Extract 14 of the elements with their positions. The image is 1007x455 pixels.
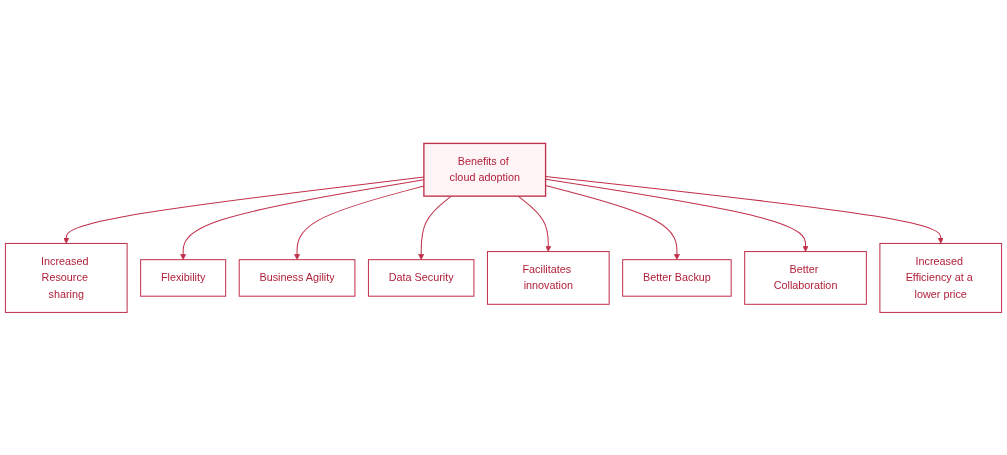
arrow [545,175,944,244]
node-box: Facilitates innovation [486,250,610,305]
node-box: Better Backup [622,258,732,297]
arrow [545,184,680,260]
arrow [418,195,452,260]
node-box: Business Agility [238,258,356,297]
node-box: Flexibility [140,258,227,297]
node-box: Benefits of cloud adoption [423,142,547,197]
node-box: Data Security [367,258,475,297]
arrow [517,195,552,252]
arrow [545,178,809,252]
node-box: Increased Resource sharing [4,242,128,313]
node-box: Better Collaboration [744,250,867,305]
node-box: Increased Efficiency at a lower price [879,242,1003,313]
